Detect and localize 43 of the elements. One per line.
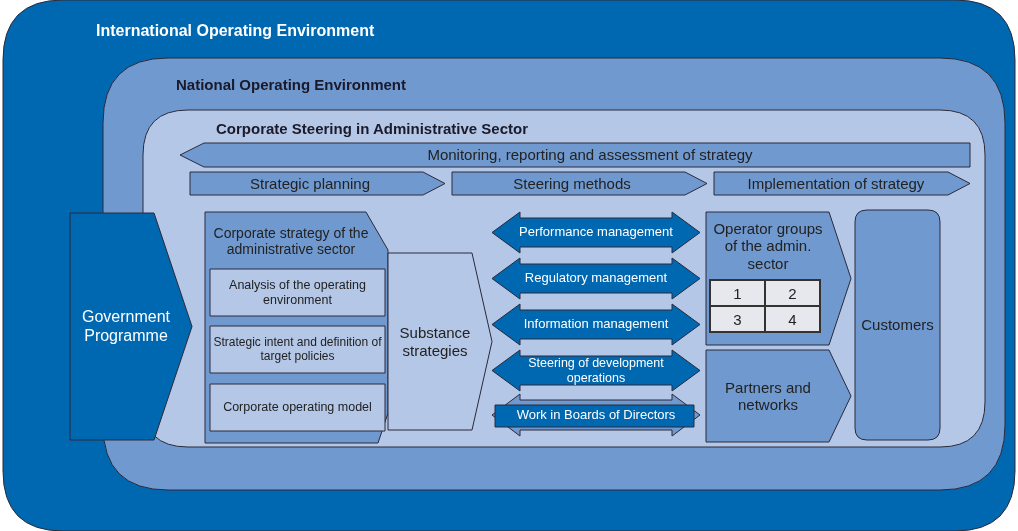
grid-cell: 1	[710, 280, 765, 306]
process-box	[210, 269, 385, 316]
pentagon-box	[70, 213, 192, 440]
section-title: International Operating Environment	[96, 22, 376, 41]
chevron-banner	[190, 172, 445, 195]
node-label: Partners and networks	[724, 378, 812, 414]
process-box	[210, 326, 385, 373]
node-label: Operator groups of the admin. sector	[712, 220, 824, 272]
double-headed-banner	[492, 258, 700, 299]
chevron-banner	[714, 172, 970, 195]
pentagon-box	[706, 212, 851, 345]
node-label: Information management	[522, 317, 670, 332]
chevron-banner	[452, 172, 707, 195]
node-label: Corporate operating model	[222, 400, 373, 415]
section-title: National Operating Environment	[176, 76, 408, 94]
pentagon-box	[706, 350, 851, 442]
node-label: Regulatory management	[523, 271, 669, 286]
grid-cell: 2	[765, 280, 820, 306]
rounded-box	[855, 210, 940, 440]
double-headed-banner	[492, 394, 700, 436]
node-label: Steering methods	[512, 174, 632, 193]
strategy-panel	[205, 212, 388, 443]
section-title: Corporate Steering in Administrative Sector	[216, 120, 529, 138]
node-label: Implementation of strategy	[746, 174, 926, 193]
process-box	[210, 384, 385, 431]
left-arrow-banner	[180, 143, 970, 167]
grid-cell: 4	[765, 306, 820, 332]
node-label: Government Programme	[80, 308, 171, 345]
node-label: Steering of development operations	[527, 356, 665, 385]
node-label: Analysis of the operating environment	[228, 278, 367, 307]
node-label: Customers	[860, 316, 935, 334]
node-label: Strategic intent and definition of target policies	[212, 335, 383, 364]
node-label: Substance strategies	[398, 324, 472, 359]
double-headed-banner	[492, 304, 700, 345]
node-label: Performance management	[518, 225, 674, 240]
node-label: Corporate strategy of the administrative sector	[212, 224, 370, 258]
node-label: Strategic planning	[248, 174, 372, 193]
environment-band	[3, 0, 1015, 531]
node-label: Monitoring, reporting and assessment of strategy	[426, 146, 754, 164]
node-label: Work in Boards of Directors	[515, 408, 677, 423]
double-headed-banner	[492, 350, 700, 391]
double-headed-banner	[492, 212, 700, 253]
grid-cell: 3	[710, 306, 765, 332]
